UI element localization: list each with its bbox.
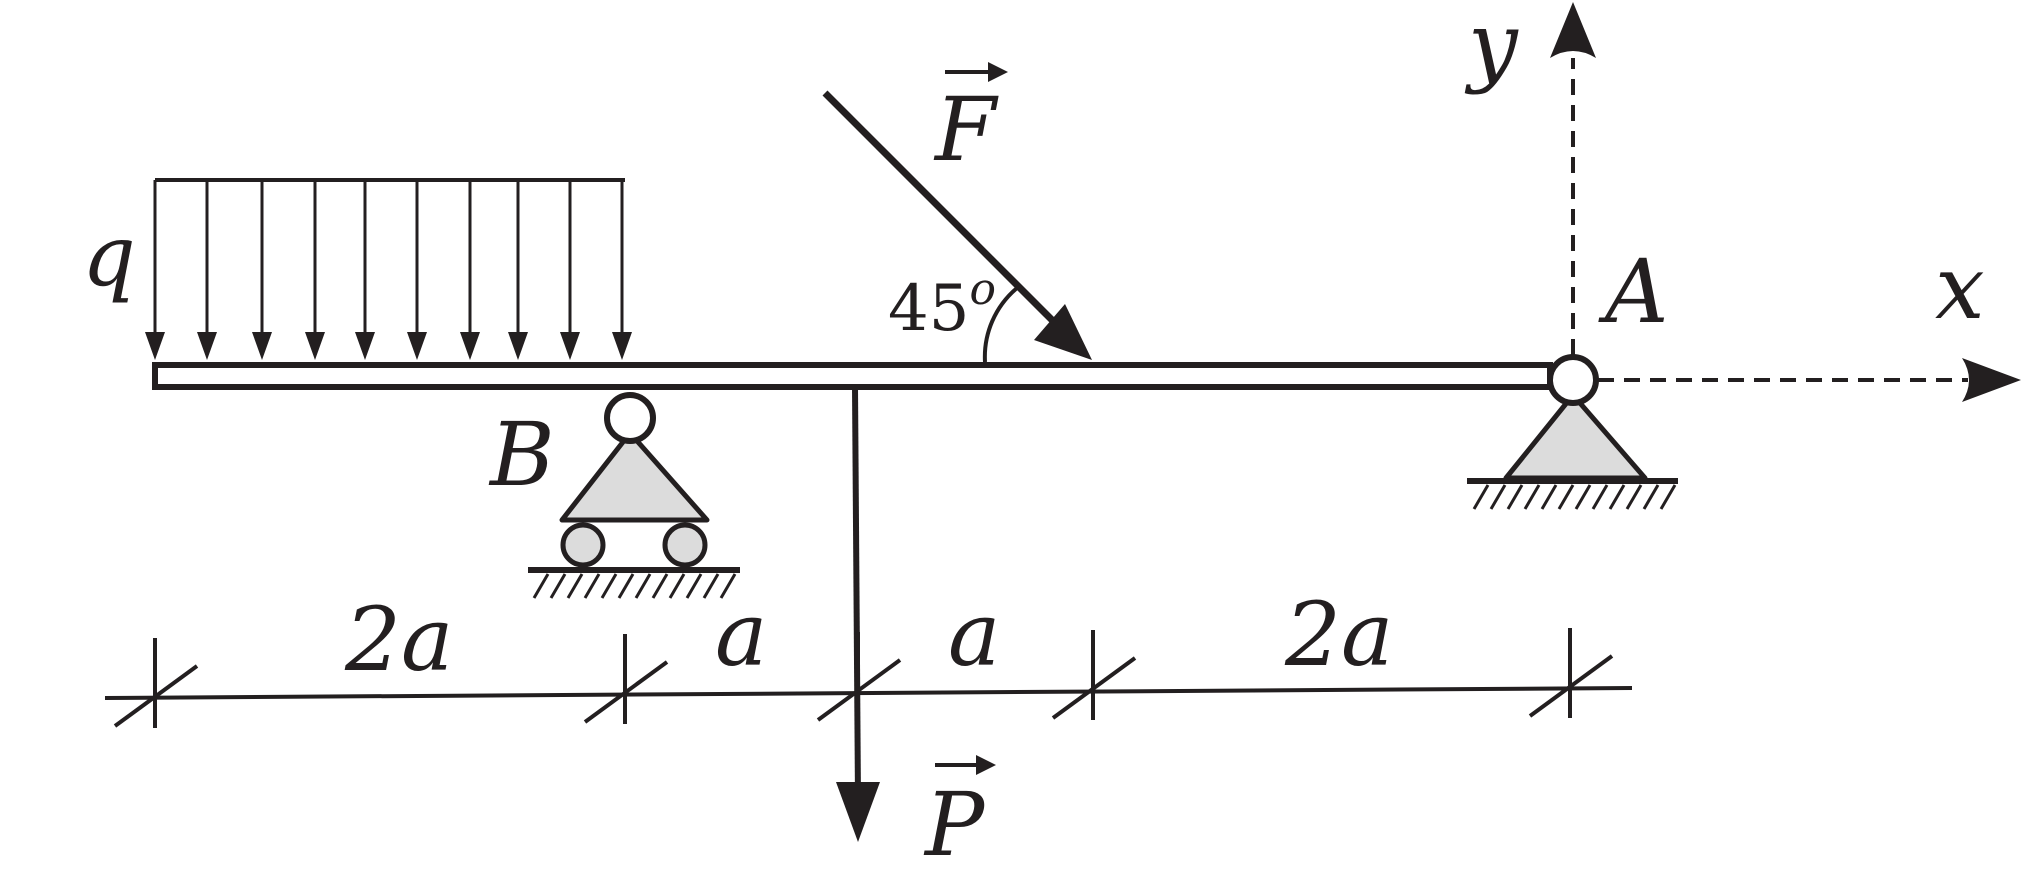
load-arrows xyxy=(145,180,632,360)
label-a: A xyxy=(1598,240,1669,343)
angle-label: 45o xyxy=(888,264,996,346)
load-arrow xyxy=(407,180,427,360)
hatch-line xyxy=(600,573,618,599)
force-p-arrow xyxy=(836,386,880,842)
hatch-line xyxy=(1523,484,1541,510)
axis-y xyxy=(1550,2,1596,355)
support-a-hatching xyxy=(1472,484,1677,510)
label-x: x xyxy=(1935,236,1985,339)
load-arrow xyxy=(197,180,217,360)
hatch-line xyxy=(1540,484,1558,510)
label-y: y xyxy=(1464,0,1519,96)
label-f: F xyxy=(933,78,999,181)
angle-arc xyxy=(982,286,1019,363)
force-p-label: P xyxy=(923,755,996,874)
dimension-a-left: a xyxy=(715,583,767,686)
support-b-hatching xyxy=(532,573,737,599)
dimension-tick xyxy=(1051,630,1137,720)
hatch-line xyxy=(651,573,669,599)
support-b-pin xyxy=(604,392,656,444)
hatch-line xyxy=(719,573,737,599)
distributed-load-q xyxy=(145,178,632,360)
hatch-line xyxy=(634,573,652,599)
axis-x xyxy=(1598,358,2021,402)
dimension-2a-right: 2a xyxy=(1284,583,1393,686)
hatch-line xyxy=(1574,484,1592,510)
support-a-triangle xyxy=(1503,392,1648,481)
hatch-line xyxy=(583,573,601,599)
load-arrow xyxy=(560,180,580,360)
label-p: P xyxy=(923,773,986,874)
hatch-line xyxy=(549,573,567,599)
hatch-line xyxy=(702,573,720,599)
hatch-line xyxy=(1608,484,1626,510)
hatch-line xyxy=(1642,484,1660,510)
dimension-a-right: a xyxy=(948,583,1000,686)
support-a-pin xyxy=(1467,354,1678,510)
dimension-tick xyxy=(583,634,669,724)
support-b-roller xyxy=(528,392,740,599)
force-f-arrow xyxy=(822,90,1092,360)
hatch-line xyxy=(1659,484,1677,510)
dimension-line xyxy=(104,628,1633,728)
support-b-triangle xyxy=(559,430,710,523)
load-arrow xyxy=(305,180,325,360)
dimension-2a-left: 2a xyxy=(344,588,453,691)
hatch-line xyxy=(1472,484,1490,510)
support-b-wheel-left xyxy=(560,522,606,568)
hatch-line xyxy=(1591,484,1609,510)
hatch-line xyxy=(1625,484,1643,510)
load-arrow xyxy=(355,180,375,360)
support-b-wheel-right xyxy=(662,522,708,568)
load-arrow xyxy=(508,180,528,360)
load-arrow xyxy=(460,180,480,360)
support-a-pin-joint xyxy=(1547,354,1599,406)
hatch-line xyxy=(668,573,686,599)
hatch-line xyxy=(617,573,635,599)
label-q: q xyxy=(82,207,136,305)
vector-arrowhead-p xyxy=(976,755,996,775)
load-arrow xyxy=(612,180,632,360)
beam xyxy=(152,362,1553,390)
hatch-line xyxy=(685,573,703,599)
hatch-line xyxy=(1489,484,1507,510)
hatch-line xyxy=(566,573,584,599)
hatch-line xyxy=(532,573,550,599)
dimension-tick xyxy=(113,638,199,728)
vector-arrowhead-f xyxy=(988,62,1008,82)
load-arrow xyxy=(252,180,272,360)
dimension-ticks xyxy=(113,628,1614,728)
dimension-tick xyxy=(816,632,902,722)
dimension-tick xyxy=(1528,628,1614,718)
hatch-line xyxy=(1557,484,1575,510)
hatch-line xyxy=(1506,484,1524,510)
label-b: B xyxy=(488,403,555,506)
load-arrow xyxy=(145,180,165,360)
force-f-label: F xyxy=(933,62,1008,181)
